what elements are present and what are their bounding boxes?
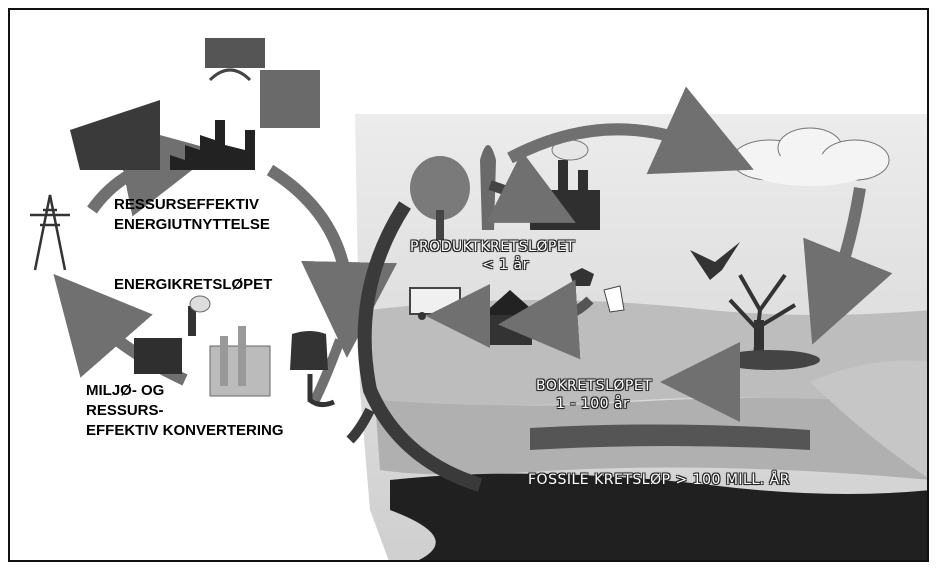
- label-efficient-line1: RESSURSEFFEKTIV: [114, 196, 260, 213]
- product-cycle-arrows: [346, 86, 893, 492]
- energy-cycle-illustration: [30, 38, 927, 560]
- diagram-frame: RESSURSEFFEKTIV ENERGIUTNYTTELSE ENERGIK…: [8, 8, 929, 562]
- label-fossil-cycle: FOSSILE KRETSLØP > 100 MILL. ÅR: [528, 472, 790, 488]
- conversion-plant-icon: [134, 295, 335, 408]
- label-soil-cycle-duration: 1 - 100 år: [556, 396, 630, 412]
- bird-icon: [690, 242, 740, 280]
- label-energy-cycle: ENERGIKRETSLØPET: [114, 276, 273, 293]
- label-product-cycle: PRODUKTKRETSLØPET: [410, 239, 576, 255]
- label-efficient-line2: ENERGIUTNYTTELSE: [114, 216, 270, 233]
- label-soil-cycle: BOKRETSLØPET: [536, 378, 653, 394]
- label-conversion-line2: RESSURS-: [86, 402, 164, 419]
- bare-tree-icon: [720, 273, 820, 370]
- label-conversion-line1: MILJØ- OG: [86, 382, 165, 399]
- label-conversion-line3: EFFEKTIV KONVERTERING: [86, 422, 284, 439]
- power-pylon-icon: [30, 194, 70, 271]
- buildings-icon: [70, 38, 320, 170]
- label-product-cycle-duration: < 1 år: [482, 257, 529, 273]
